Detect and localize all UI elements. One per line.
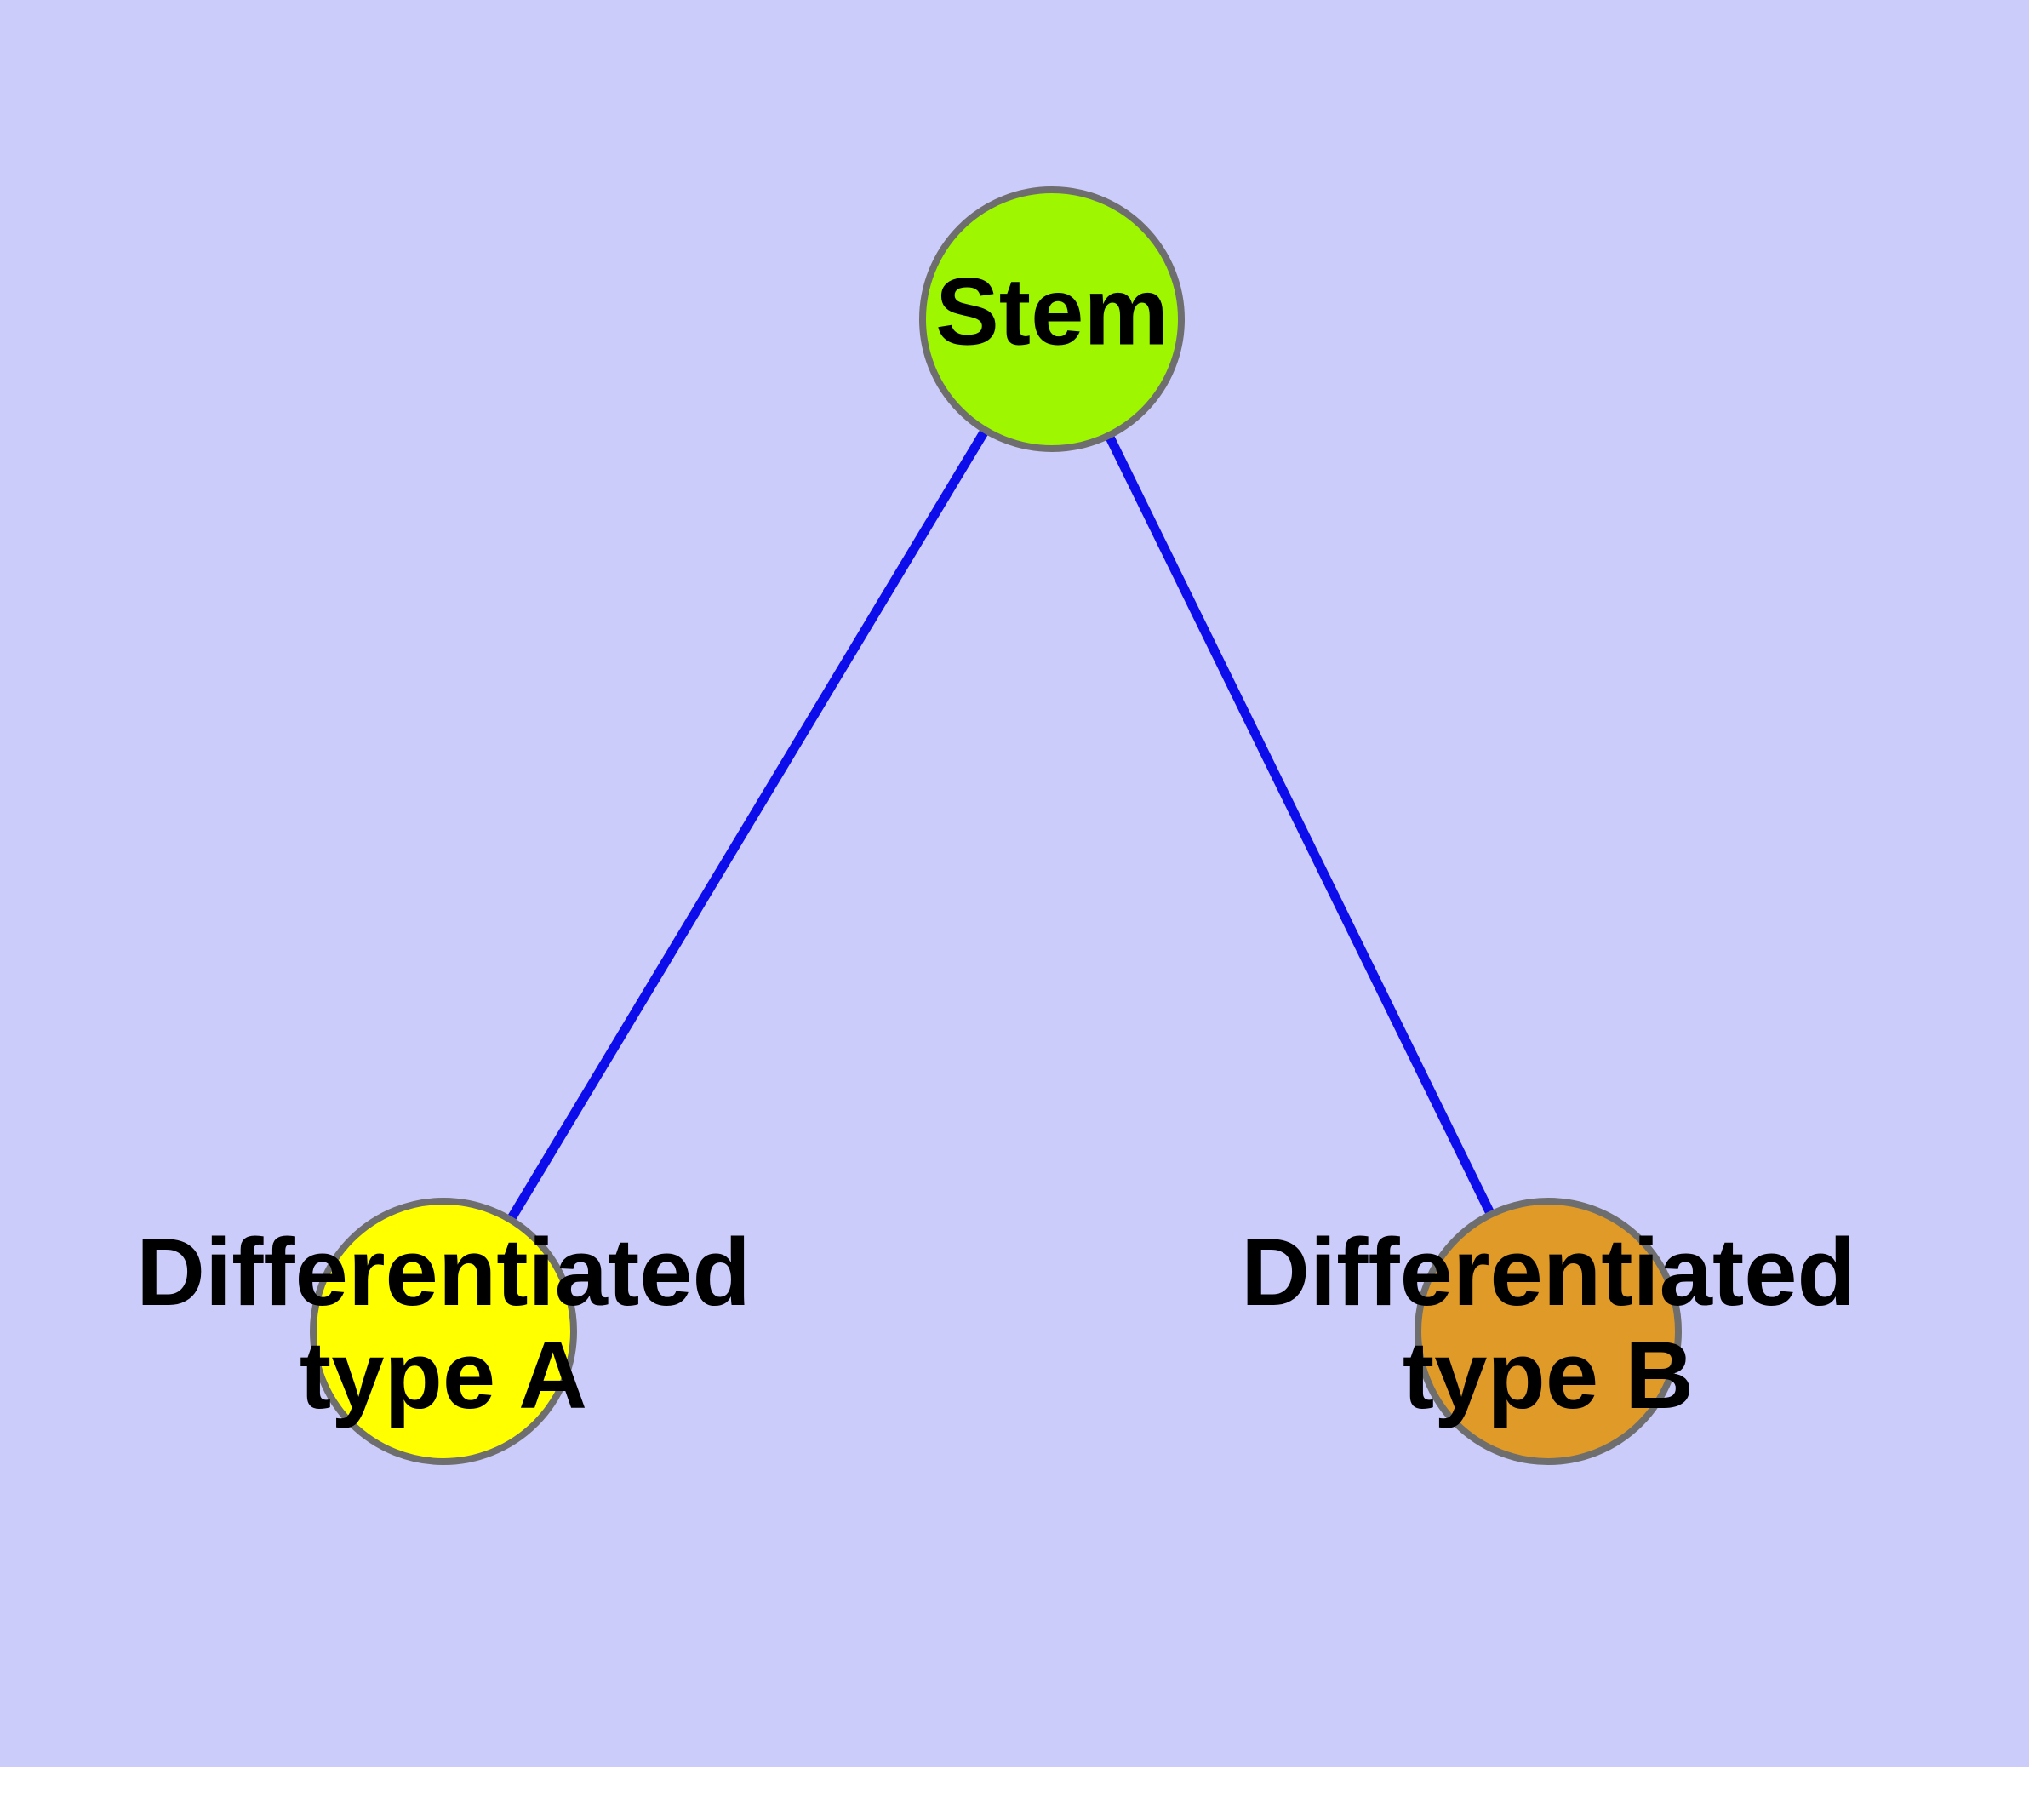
node-label-diff_b-line2: type B [1403, 1322, 1694, 1428]
node-circle-diff_a[interactable] [310, 1198, 577, 1465]
node-circle-diff_b[interactable] [1415, 1198, 1682, 1465]
edge-stem-to-diff-b[interactable] [1048, 317, 1552, 1334]
node-label-diff_a-line2: type A [300, 1322, 587, 1428]
node-circle-stem[interactable] [919, 186, 1185, 452]
node-stem[interactable]: Stem [919, 186, 1185, 452]
edges-group [439, 317, 1552, 1334]
node-label-stem-line1: Stem [935, 259, 1169, 365]
node-label-diff_a-line1: Differentiated [136, 1219, 751, 1325]
edge-stem-to-diff-a[interactable] [439, 317, 1056, 1334]
node-label-diff_b-line1: Differentiated [1241, 1219, 1855, 1325]
